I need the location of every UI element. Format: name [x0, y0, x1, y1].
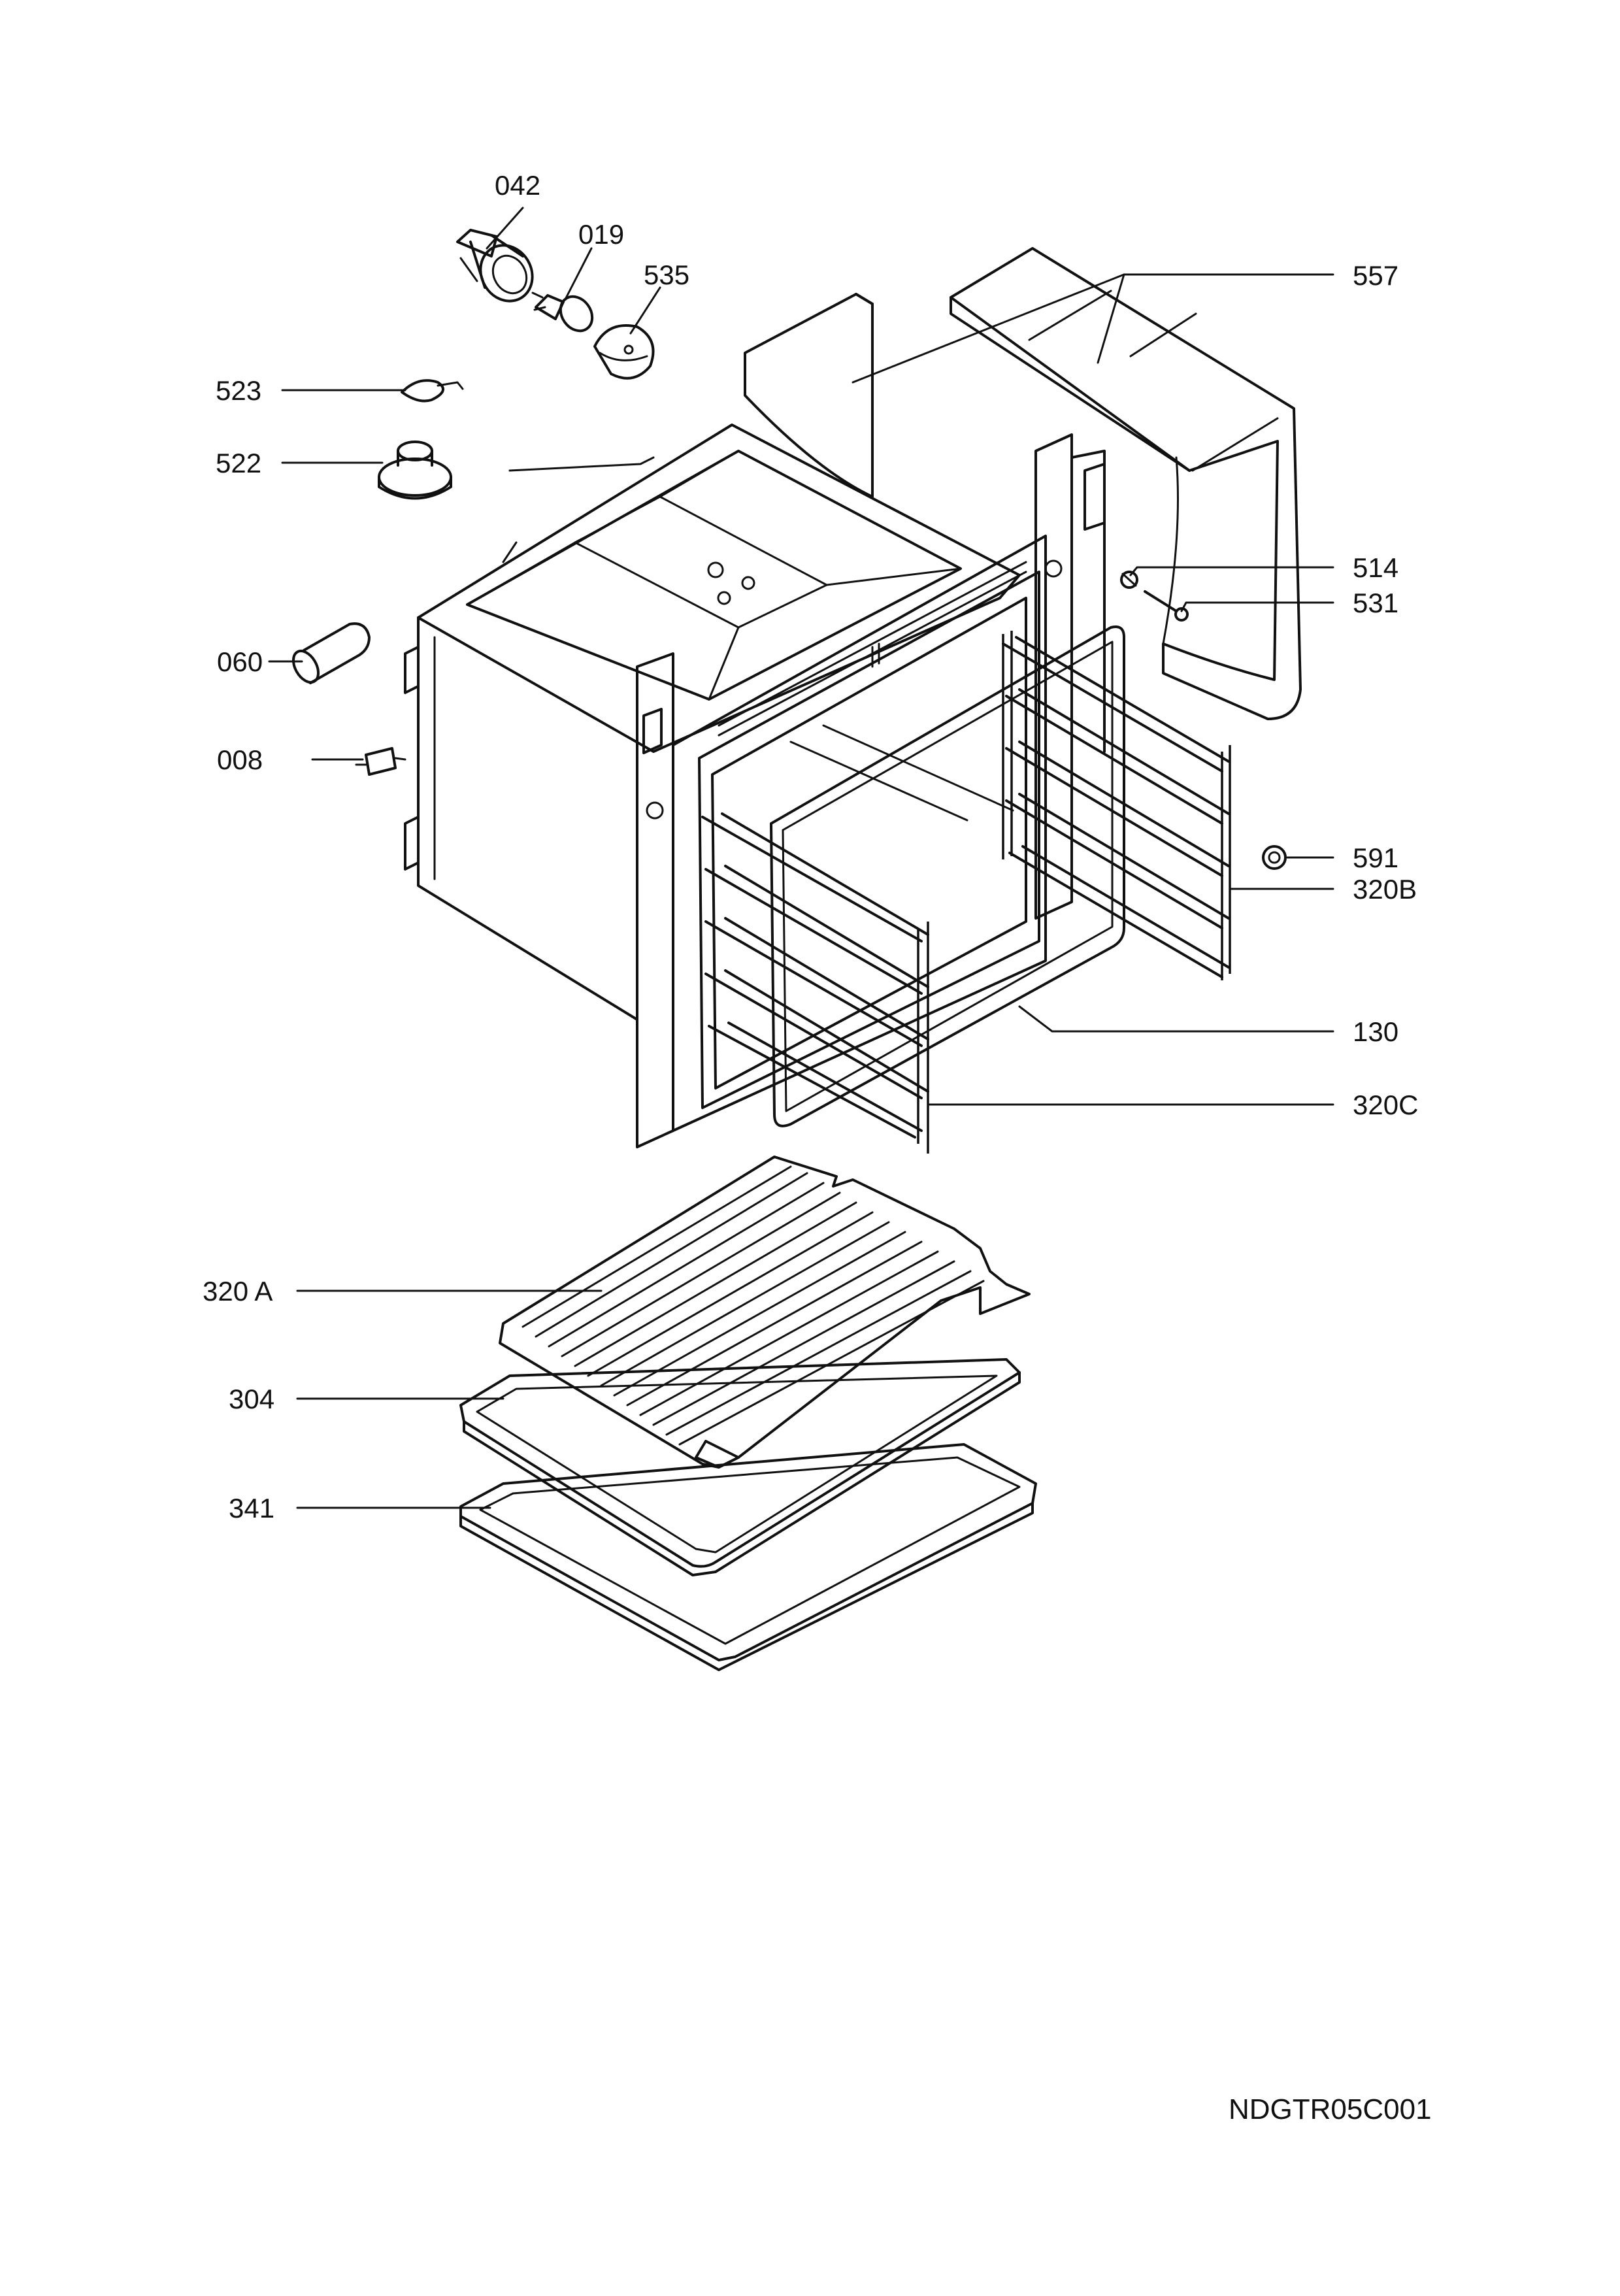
insulation-pad-part-557: [744, 293, 874, 498]
thermal-cutout-part-008: [355, 747, 406, 776]
shelf-support-right-part-320B: [1002, 631, 1231, 980]
callout-557: 557: [1353, 260, 1398, 291]
insulation-wrap-part-557: [950, 247, 1302, 720]
callout-019: 019: [578, 219, 624, 250]
lamp-holder-part-042: [456, 229, 534, 303]
callout-304: 304: [229, 1384, 274, 1414]
nut-part-591: [1262, 845, 1287, 870]
knob-part-522: [378, 441, 452, 500]
drawing-code: NDGTR05C001: [1229, 2093, 1432, 2125]
element-part-060: [292, 622, 371, 684]
callout-535: 535: [644, 259, 689, 290]
callout-320A: 320 A: [203, 1276, 273, 1306]
callout-060: 060: [217, 646, 263, 677]
callout-008: 008: [217, 744, 263, 775]
screw-part-531: [1144, 590, 1189, 622]
baking-tray-part-304: [459, 1358, 1021, 1576]
drip-tray-part-341: [459, 1443, 1037, 1671]
leader-lines: [268, 207, 1334, 1509]
lamp-cover-part-535: [593, 324, 655, 380]
callout-130: 130: [1353, 1016, 1398, 1047]
callout-042: 042: [495, 170, 540, 201]
callout-591: 591: [1353, 842, 1398, 873]
callout-320B: 320B: [1353, 874, 1417, 905]
oven-cavity-body: [404, 424, 1106, 1148]
callout-320C: 320C: [1353, 1090, 1418, 1120]
callout-341: 341: [229, 1493, 274, 1523]
screw-part-514: [1120, 571, 1138, 589]
callout-522: 522: [216, 448, 261, 478]
callout-523: 523: [216, 375, 261, 406]
callout-514: 514: [1353, 552, 1398, 583]
wire-shelf-part-320A: [499, 1156, 1031, 1469]
shelf-support-left-part-320C: [701, 812, 929, 1154]
clip-part-523: [401, 379, 464, 403]
callout-labels: 042 019 535 557 523 522 514 531 060 008 …: [203, 170, 1418, 1523]
callout-531: 531: [1353, 588, 1398, 618]
